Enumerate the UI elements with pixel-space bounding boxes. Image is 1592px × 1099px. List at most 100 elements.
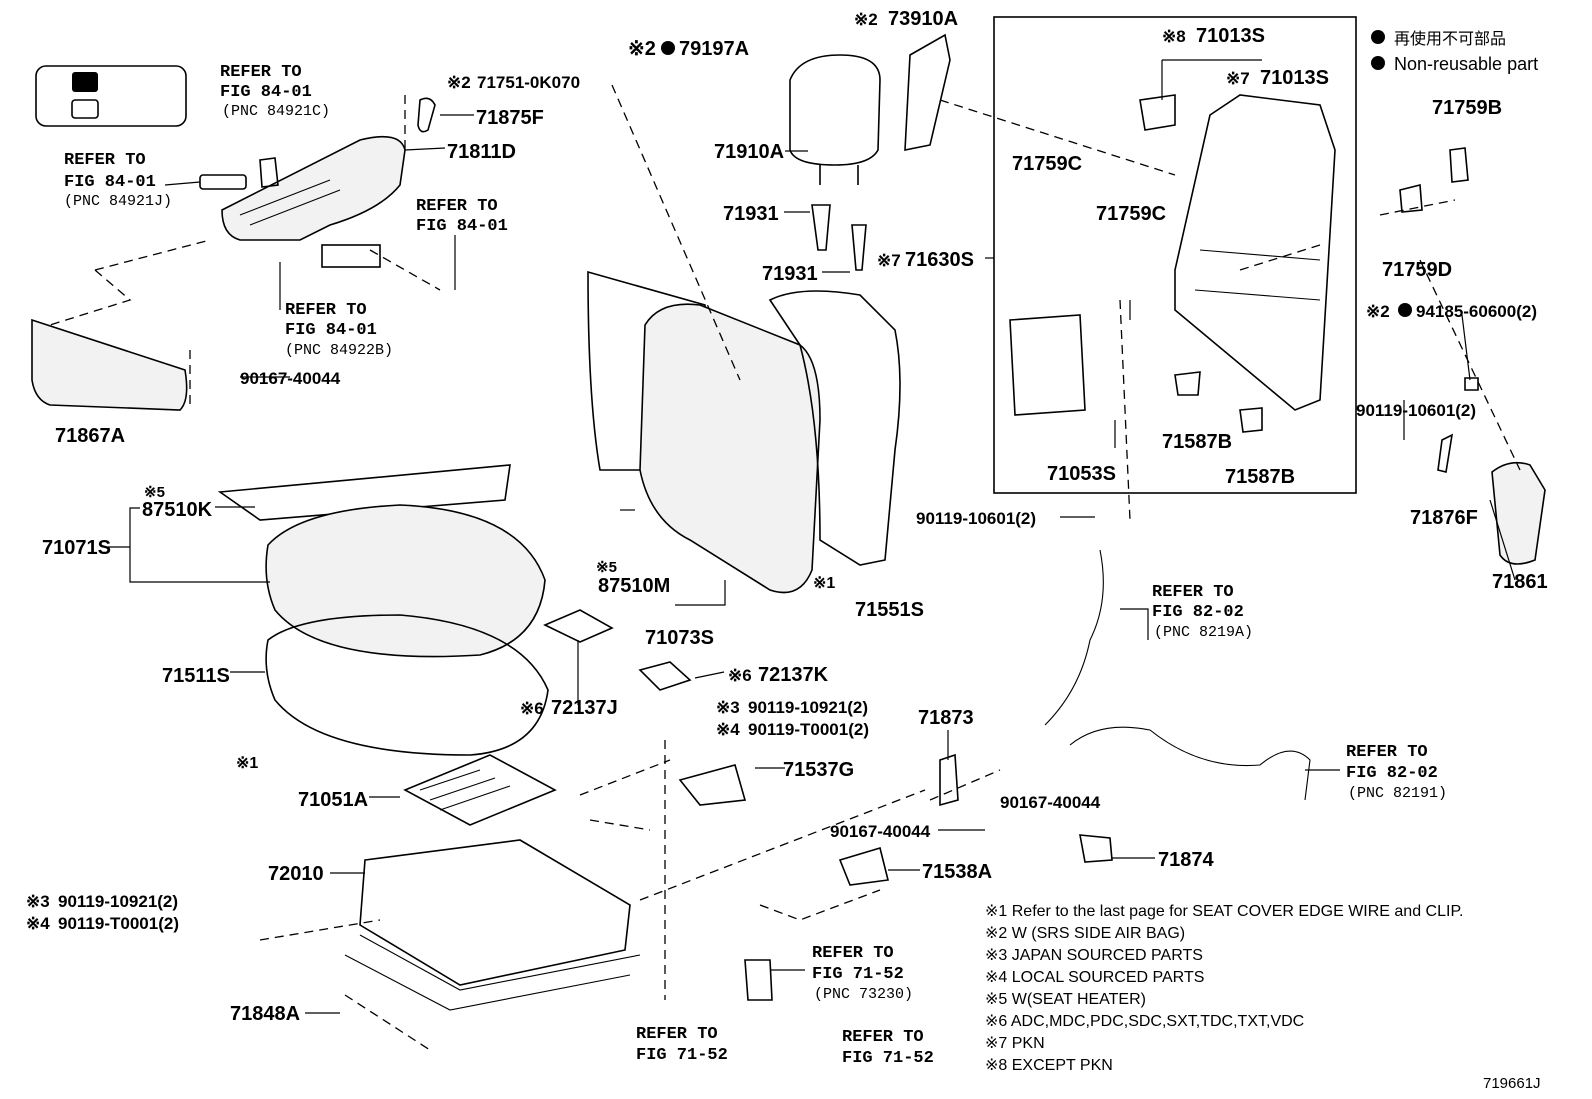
refer-fig-82-02-b: REFER TO FIG 82-02 (PNC 82191)	[1346, 743, 1447, 802]
seat-rails	[344, 934, 641, 1011]
refer-fig-71-52-b: REFER TO FIG 71-52	[636, 1025, 728, 1065]
refer-fig-71-52-c: REFER TO FIG 71-52	[842, 1028, 934, 1068]
back-cover-71551s	[768, 290, 901, 566]
switch-box	[321, 244, 381, 268]
refer-to-text: REFER TO	[416, 197, 498, 216]
label-71910a: 71910A	[714, 141, 784, 163]
label-71874: 71874	[1158, 849, 1214, 871]
back-frame-71013s	[1174, 94, 1336, 411]
label-90119-10601-right: 90119-10601(2)	[1356, 401, 1476, 420]
refer-fig-84-01-b: REFER TO FIG 84-01 (PNC 84921J)	[64, 151, 172, 210]
label-90119-10921-mid: 90119-10921(2)	[748, 698, 868, 717]
mark-8: ※8	[1162, 27, 1186, 46]
refer-fig-82-02-a: REFER TO FIG 82-02 (PNC 8219A)	[1152, 583, 1253, 641]
refer-to-text: REFER TO	[285, 301, 367, 320]
mark-2: ※2	[447, 73, 471, 92]
mark-2: ※2	[1366, 302, 1390, 321]
pnc-ref: (PNC 84922B)	[285, 342, 393, 359]
legend-en: Non-reusable part	[1394, 54, 1538, 74]
label-72137j: 72137J	[551, 697, 618, 719]
pnc-ref: (PNC 84921C)	[222, 103, 330, 120]
bracket-72137k	[638, 661, 692, 691]
label-72137k: 72137K	[758, 664, 829, 686]
back-pad	[639, 303, 821, 594]
label-71013s-a: 71013S	[1196, 25, 1265, 47]
label-72010: 72010	[268, 863, 324, 885]
cover-71875f	[417, 97, 436, 133]
mark-2: ※2	[854, 10, 878, 29]
label-73910a: 73910A	[888, 8, 958, 30]
label-71073s: 71073S	[645, 627, 714, 649]
seat-side-shield	[221, 135, 406, 241]
refer-fig-84-01-d: REFER TO FIG 84-01 (PNC 84922B)	[285, 301, 393, 359]
label-71551s: 71551S	[855, 599, 924, 621]
refer-to-text: REFER TO	[1152, 583, 1234, 602]
knob-bar	[199, 174, 247, 190]
mark-1: ※1	[236, 755, 258, 772]
label-71811d: 71811D	[447, 141, 516, 163]
bracket-71874	[1079, 834, 1113, 863]
label-90119-t0001-mid: 90119-T0001(2)	[748, 720, 869, 739]
label-71511s: 71511S	[162, 665, 230, 687]
refer-to-text: REFER TO	[64, 151, 146, 170]
note-4: ※4 LOCAL SOURCED PARTS	[985, 969, 1204, 986]
label-71759d: 71759D	[1382, 259, 1452, 281]
label-90167-40044-b: 90167-40044	[1000, 793, 1101, 812]
mark-4: ※4	[26, 914, 50, 933]
cover-71876f	[1437, 433, 1454, 473]
clip-71587b-a	[1174, 371, 1201, 396]
seat-frame-72010	[359, 839, 631, 986]
label-71867a: 71867A	[55, 425, 125, 447]
recliner-motor	[1139, 94, 1176, 131]
heater-87510k	[217, 464, 511, 521]
cushion-cover-71511s	[265, 614, 549, 756]
label-90119-10601-mid: 90119-10601(2)	[916, 509, 1036, 528]
seat-lower-cover	[31, 318, 188, 411]
guide-71931-a	[811, 204, 831, 251]
airbag-73910a	[904, 33, 951, 151]
label-71051a: 71051A	[298, 789, 368, 811]
label-90167-40044-a: 90167-40044	[240, 369, 341, 388]
refer-to-text: REFER TO	[842, 1028, 924, 1047]
knob	[259, 157, 279, 188]
label-90119-t0001-left: 90119-T0001(2)	[58, 914, 179, 933]
label-71876f: 71876F	[1410, 507, 1478, 529]
fig-ref: FIG 71-52	[842, 1049, 934, 1068]
label-71759c-b: 71759C	[1096, 203, 1166, 225]
label-71848a: 71848A	[230, 1003, 300, 1025]
mark-4: ※4	[716, 720, 740, 739]
clip-71759b	[1449, 147, 1469, 183]
label-71538a: 71538A	[922, 861, 992, 883]
legend-dot-icon	[1371, 56, 1385, 70]
mark-7: ※7	[1226, 69, 1250, 88]
fig-ref: FIG 84-01	[416, 217, 508, 236]
nut-94185	[1464, 377, 1479, 391]
note-3: ※3 JAPAN SOURCED PARTS	[985, 947, 1203, 964]
cover-71538a	[838, 846, 889, 886]
pnc-ref: (PNC 84921J)	[64, 193, 172, 210]
cushion-pad-71071s	[265, 504, 546, 658]
mark-5: ※5	[596, 559, 617, 576]
legend: 再使用不可部品 Non-reusable part	[1371, 30, 1538, 74]
lumbar-71053s	[1009, 314, 1086, 416]
spring-71051a	[403, 754, 557, 826]
clip-71759d	[1399, 183, 1423, 213]
footnotes: ※1 Refer to the last page for SEAT COVER…	[985, 903, 1464, 1074]
label-71759c-a: 71759C	[1012, 153, 1082, 175]
mark-7: ※7	[877, 251, 901, 270]
label-71759b: 71759B	[1432, 97, 1502, 119]
label-94185-60600: 94185-60600(2)	[1416, 302, 1537, 321]
label-87510k: 87510K	[142, 499, 213, 521]
label-71537g: 71537G	[783, 759, 854, 781]
cover-71537g	[678, 764, 747, 806]
pnc-ref: (PNC 82191)	[1348, 785, 1447, 802]
wire-8219a	[1044, 549, 1104, 726]
refer-fig-71-52-a: REFER TO FIG 71-52 (PNC 73230)	[812, 944, 913, 1003]
label-71875f: 71875F	[476, 107, 544, 129]
label-71053s: 71053S	[1047, 463, 1116, 485]
non-reusable-dot-icon	[1398, 303, 1412, 317]
back-board	[587, 270, 713, 471]
fig-ref: FIG 71-52	[812, 965, 904, 984]
